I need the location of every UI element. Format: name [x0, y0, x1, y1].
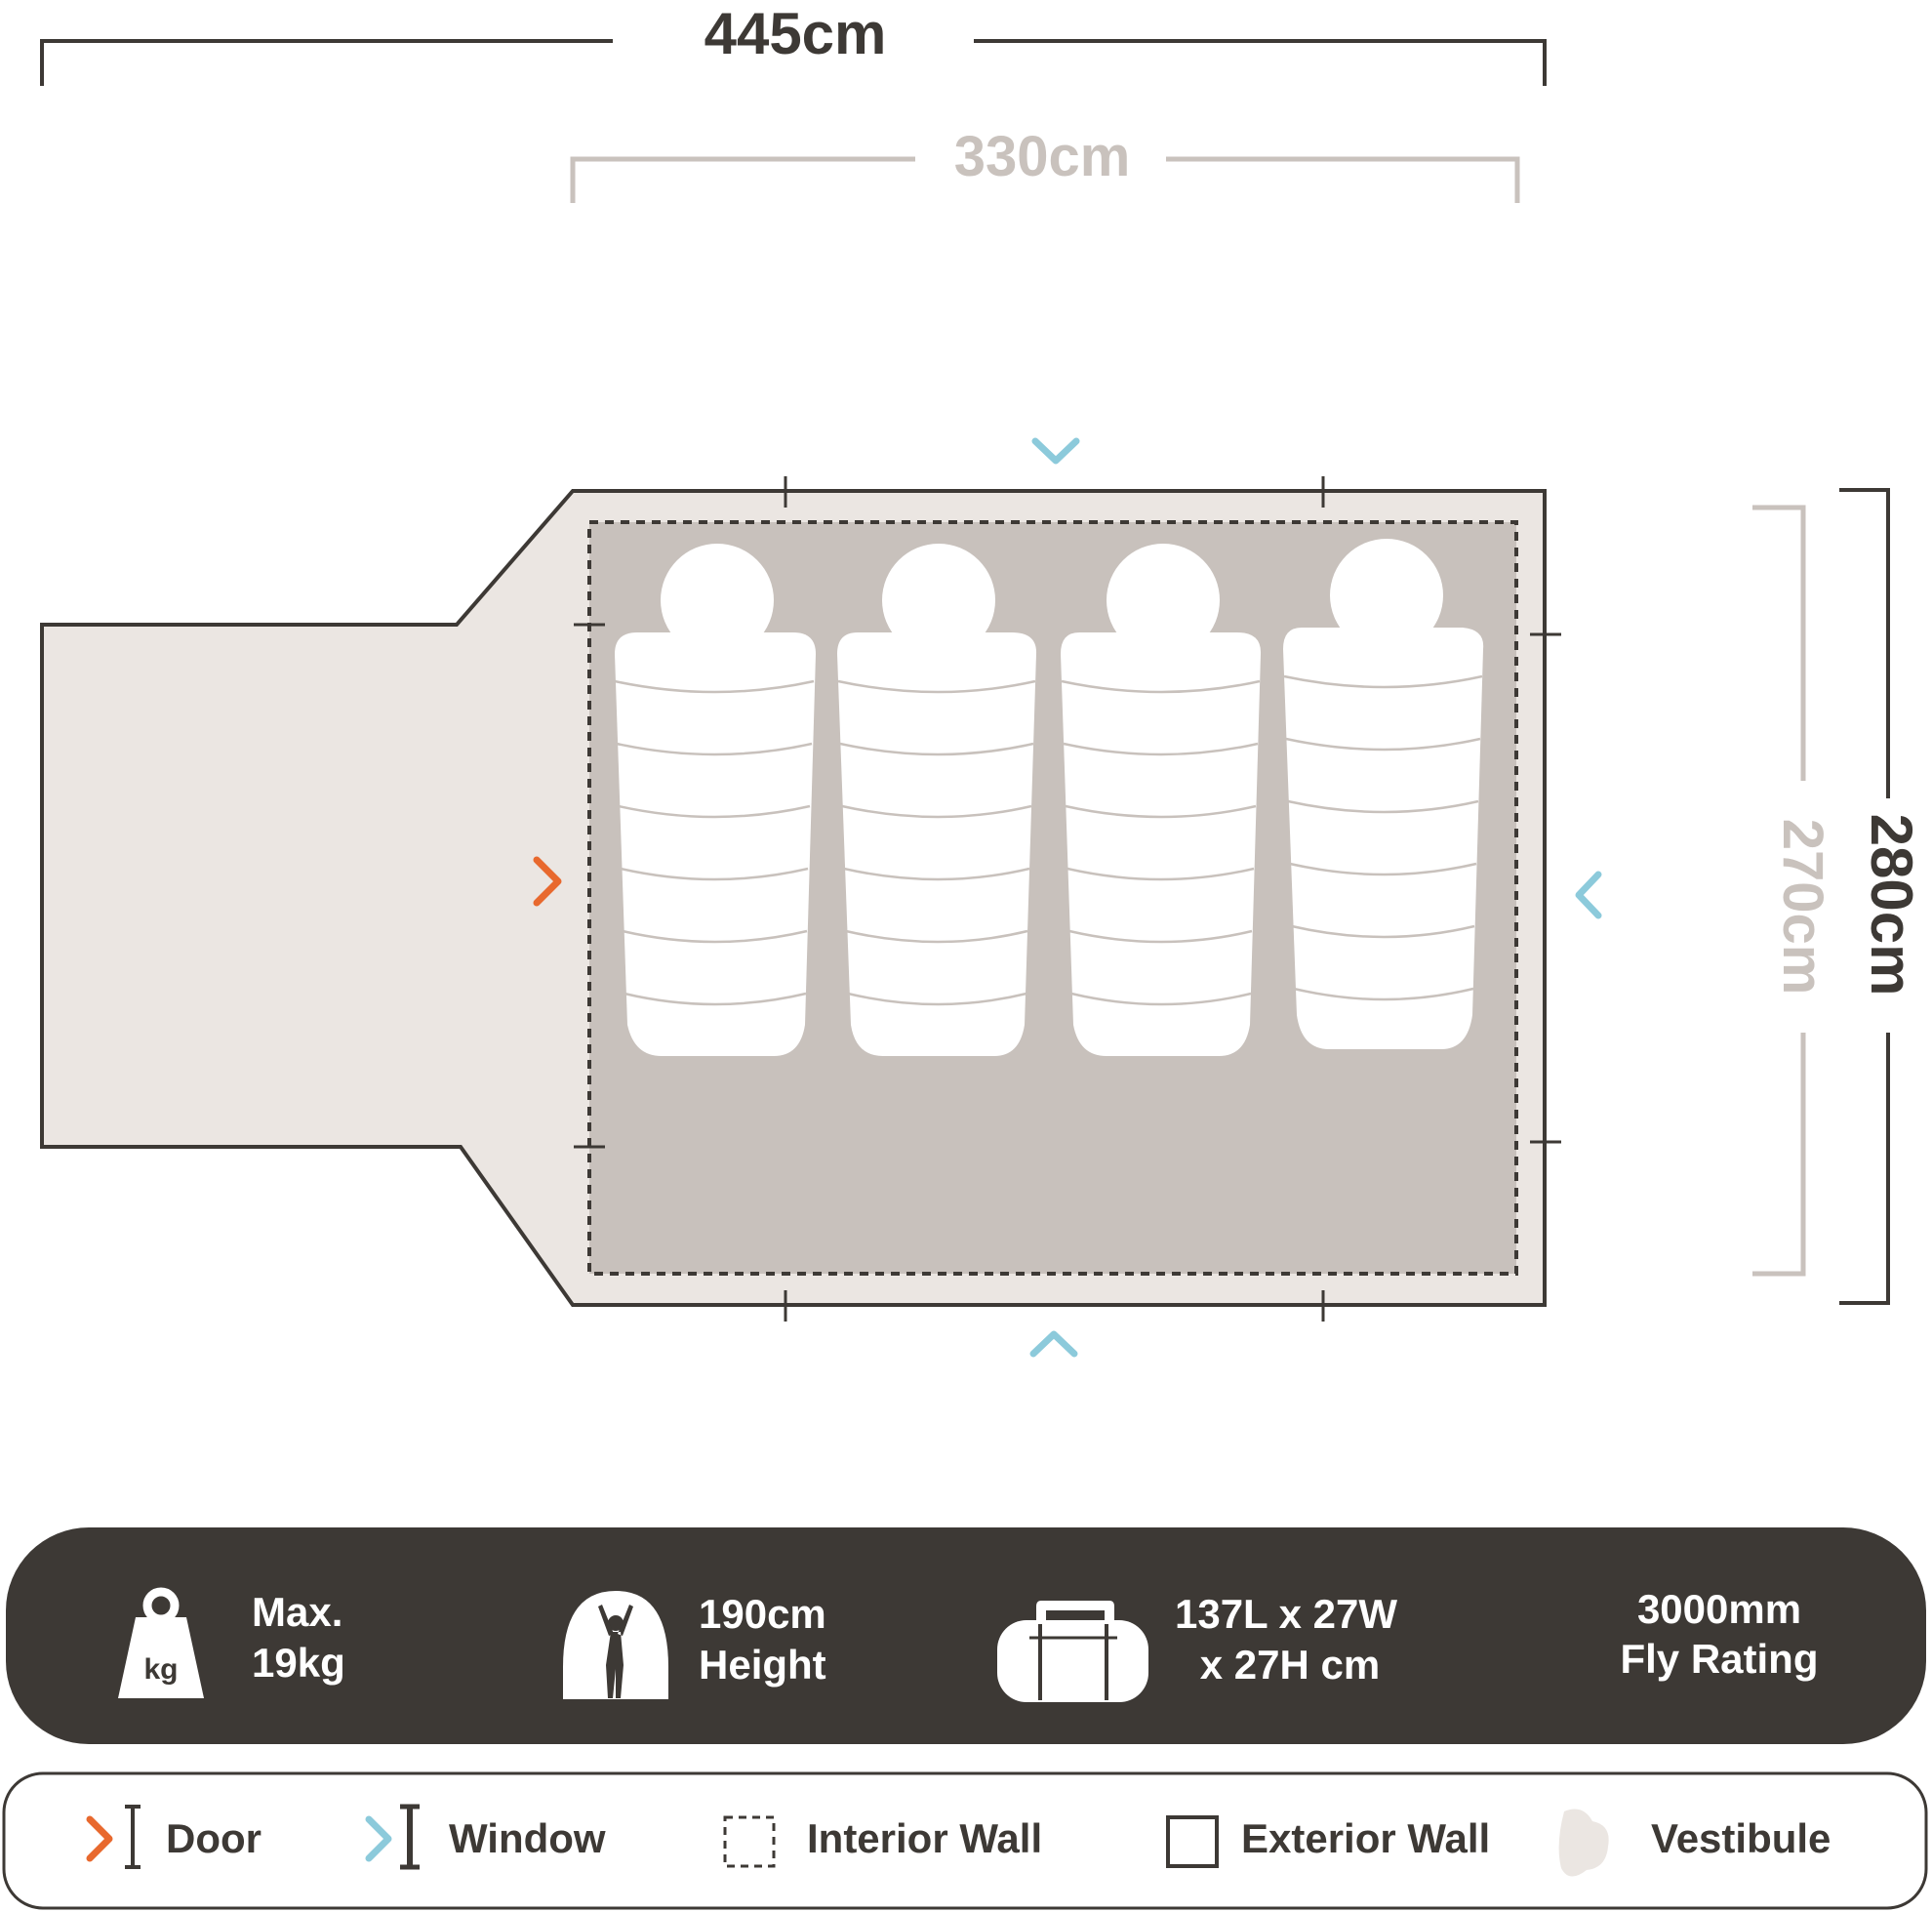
window-marker-bottom	[1029, 1330, 1078, 1358]
spec-bar	[6, 1527, 1926, 1744]
spec-height-line1: 190cm	[699, 1591, 826, 1637]
overall-width-bracket-top	[1839, 488, 1890, 798]
legend-door-label: Door	[166, 1815, 262, 1861]
overall-width-dimension: 280cm	[1839, 488, 1924, 1305]
legend-vestibule-label: Vestibule	[1651, 1815, 1831, 1861]
height-person-icon	[563, 1591, 668, 1699]
spec-fly-rating-line2: Fly Rating	[1620, 1636, 1818, 1682]
spec-height-line2: Height	[699, 1642, 826, 1688]
pole-ticks	[574, 476, 1561, 1322]
inner-width-label: 270cm	[1771, 819, 1834, 996]
inner-length-bracket-left	[570, 156, 915, 203]
overall-length-label: 445cm	[704, 1, 887, 66]
exterior-wall-icon	[1166, 1815, 1219, 1868]
door-marker-left	[533, 856, 562, 907]
interior-wall-icon	[723, 1815, 776, 1868]
legend-window-label: Window	[449, 1815, 606, 1861]
spec-packed-size-line2: x 27H cm	[1200, 1642, 1380, 1688]
legend-exterior-wall-label: Exterior Wall	[1241, 1815, 1490, 1861]
overall-length-dimension: 445cm	[40, 1, 1547, 86]
window-marker-right	[1575, 871, 1602, 919]
svg-text:kg: kg	[143, 1653, 178, 1686]
weight-icon: kg	[118, 1587, 204, 1698]
window-marker-top	[1031, 437, 1080, 465]
overall-width-bracket-bottom	[1839, 1033, 1890, 1305]
inner-length-label: 330cm	[954, 125, 1131, 188]
vestibule-icon	[1558, 1809, 1609, 1877]
inner-width-dimension: 270cm	[1752, 505, 1834, 1277]
sleeping-bag	[1283, 539, 1484, 1049]
overall-length-bracket-left	[40, 39, 613, 86]
inner-length-bracket-right	[1166, 156, 1520, 203]
inner-width-bracket-top	[1752, 505, 1806, 781]
spec-weight-line2: 19kg	[252, 1640, 345, 1686]
legend-interior-wall-label: Interior Wall	[807, 1815, 1042, 1861]
legend-bar	[2, 1771, 1928, 1910]
spec-fly-rating-line1: 3000mm	[1637, 1586, 1801, 1632]
sleeping-bag	[1061, 544, 1262, 1056]
sleeping-bag	[837, 544, 1037, 1056]
window-icon	[365, 1804, 420, 1870]
carry-bag-icon	[997, 1601, 1148, 1702]
door-icon	[86, 1805, 141, 1869]
sleeping-bag	[614, 544, 816, 1056]
overall-length-bracket-right	[974, 39, 1547, 86]
inner-width-bracket-bottom	[1752, 1033, 1806, 1277]
sleeping-bags	[614, 539, 1484, 1056]
spec-weight-line1: Max.	[252, 1589, 342, 1635]
spec-packed-size-line1: 137L x 27W	[1175, 1591, 1397, 1637]
inner-length-dimension: 330cm	[570, 125, 1520, 203]
overall-width-label: 280cm	[1859, 814, 1924, 997]
